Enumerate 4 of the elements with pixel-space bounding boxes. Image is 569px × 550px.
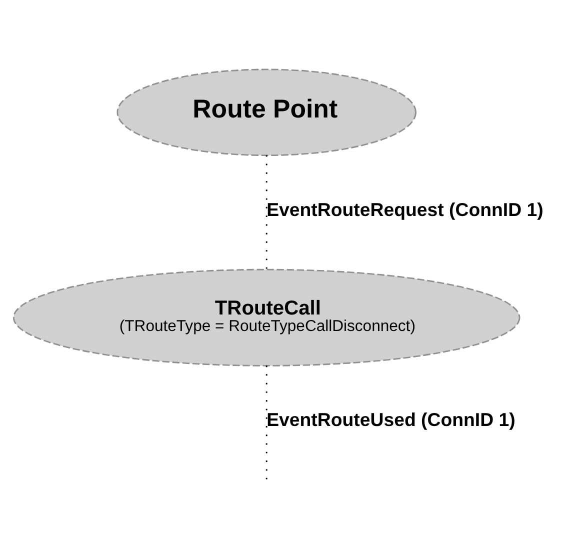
edge-label: EventRouteRequest (ConnID 1) [266, 198, 544, 220]
node-ellipse: TRouteCall (TRouteType = RouteTypeCallDisconnect) [12, 268, 520, 366]
edge-label: EventRouteUsed (ConnID 1) [266, 408, 516, 430]
node-ellipse: Route Point [116, 68, 416, 156]
